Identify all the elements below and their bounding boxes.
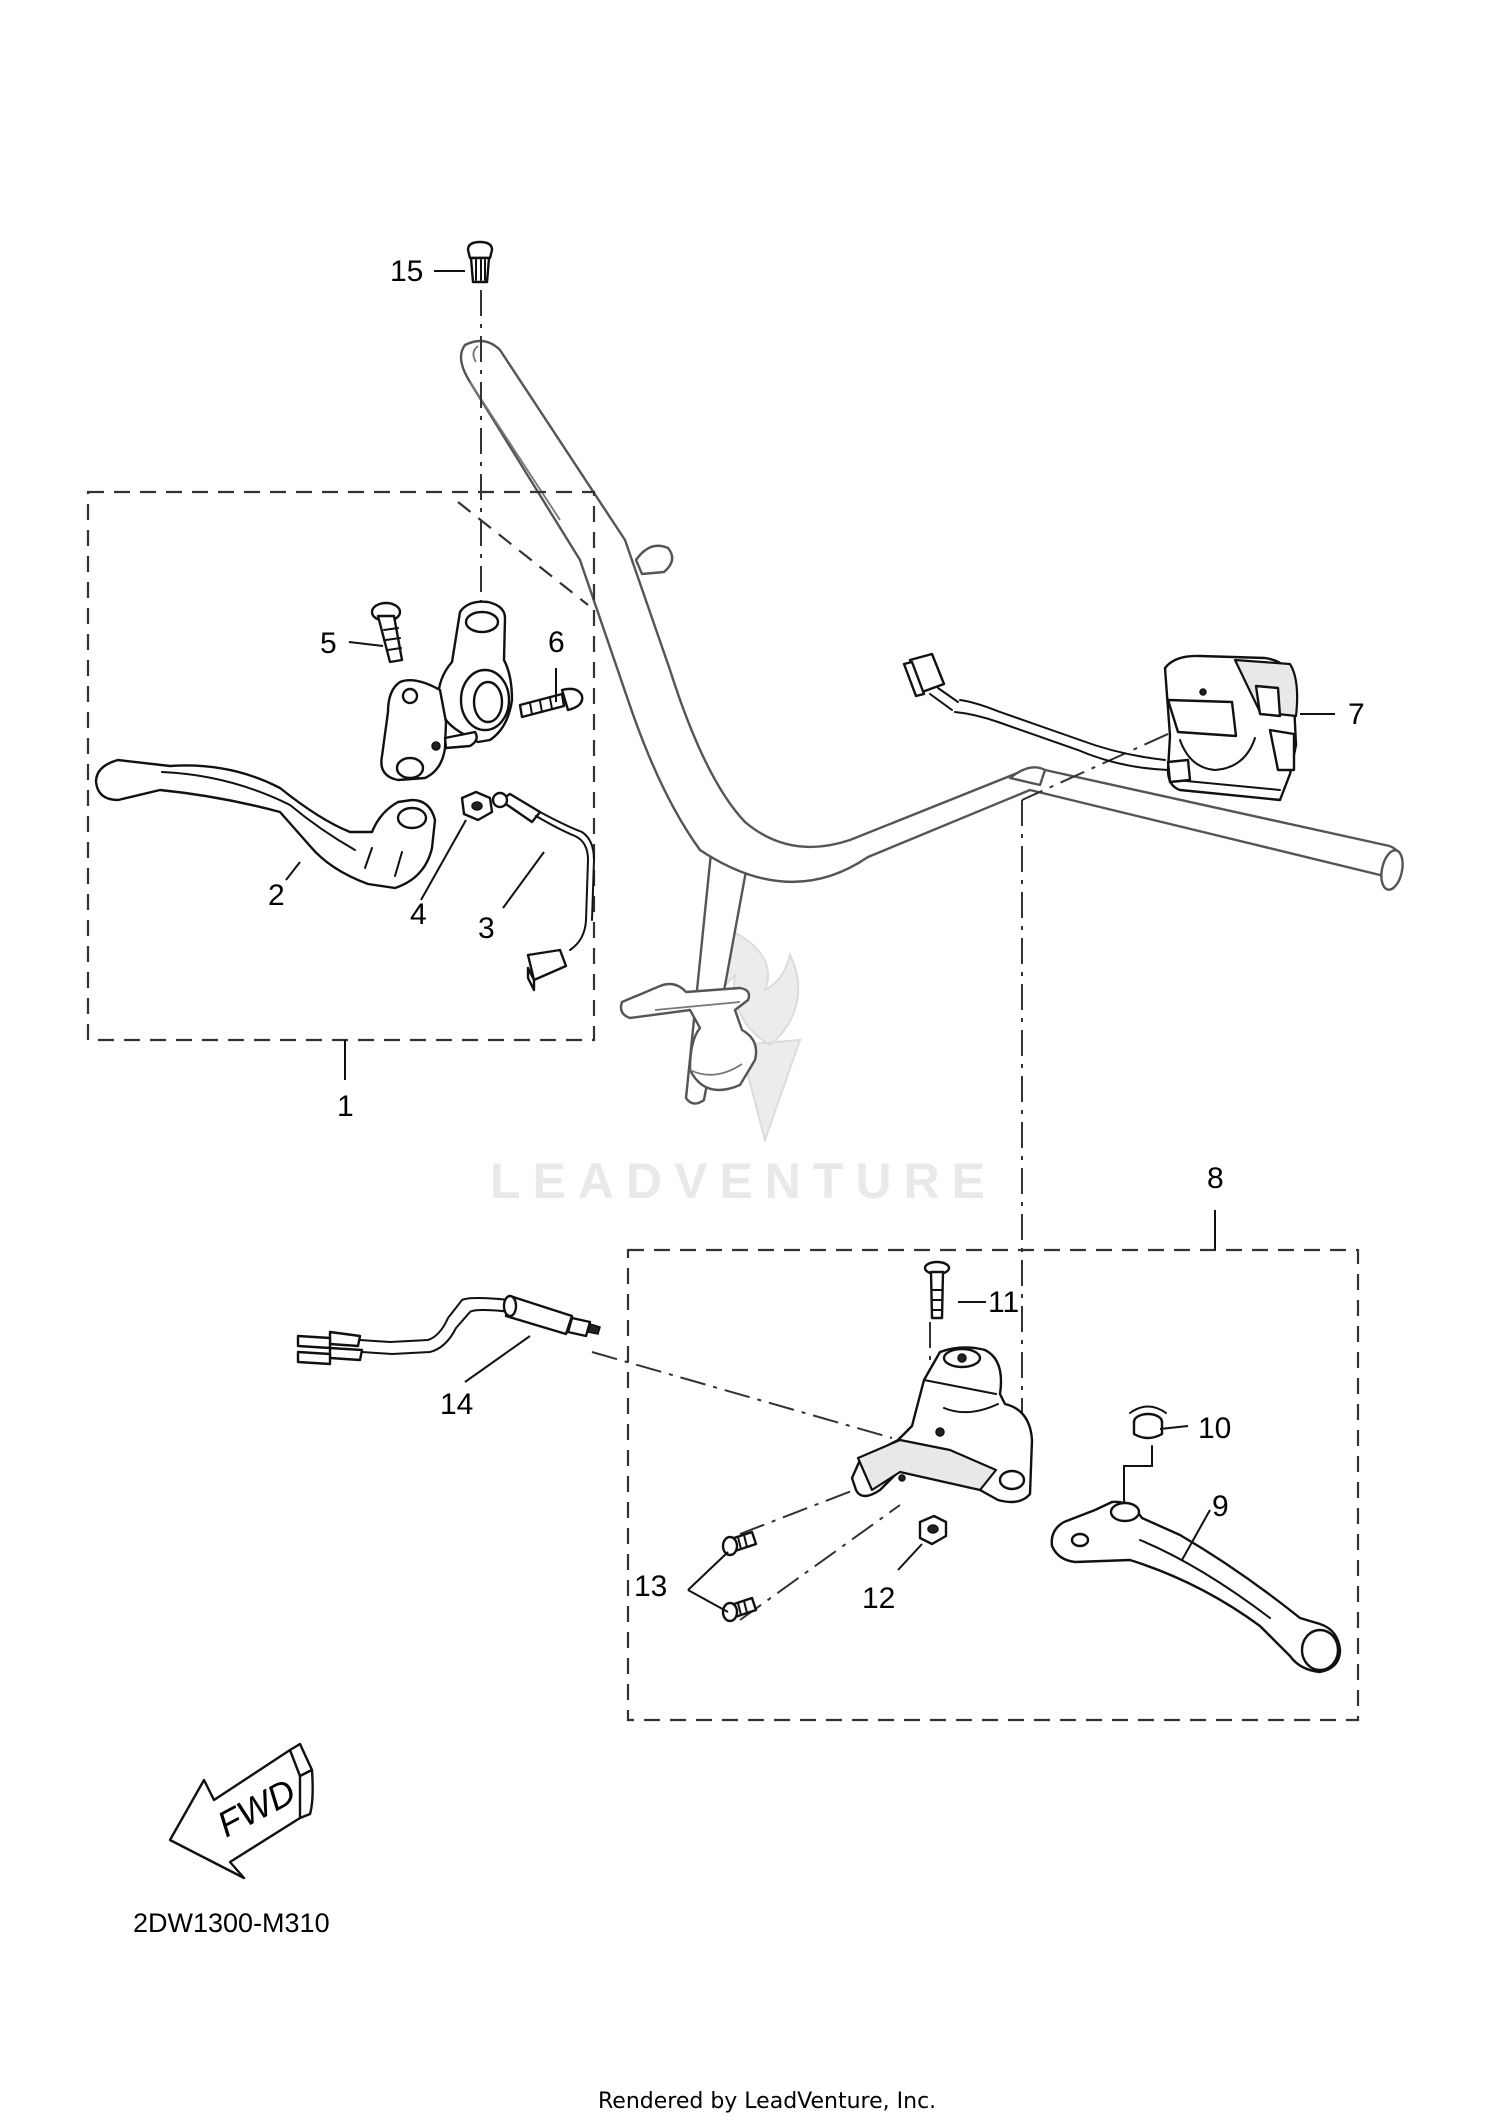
callout-2: 2 bbox=[268, 879, 285, 912]
callout-12: 12 bbox=[862, 1582, 895, 1615]
left-lever-holder bbox=[380, 600, 514, 782]
callout-13: 13 bbox=[634, 1570, 667, 1603]
assembly-1-outline bbox=[86, 490, 596, 1042]
part-14-front-brake-switch bbox=[296, 1294, 601, 1366]
callout-14: 14 bbox=[440, 1388, 473, 1421]
part-15-grip-end-cap bbox=[466, 240, 494, 284]
assembly-8-outline bbox=[626, 1248, 1360, 1722]
leader-lines bbox=[285, 270, 1335, 1613]
assembly-1-diagonal bbox=[457, 501, 589, 606]
fwd-arrow-icon: FWD bbox=[168, 1742, 314, 1880]
part-11-bolt bbox=[923, 1260, 951, 1320]
handlebar bbox=[459, 339, 1404, 1105]
handlebar-stem-clamp bbox=[619, 982, 758, 1092]
callout-8: 8 bbox=[1207, 1162, 1224, 1195]
callout-3: 3 bbox=[478, 912, 495, 945]
part-3-brake-switch bbox=[491, 791, 596, 992]
part-5-bolt bbox=[370, 601, 404, 664]
part-9-right-lever bbox=[1050, 1500, 1342, 1674]
callout-5: 5 bbox=[320, 627, 337, 660]
callout-15: 15 bbox=[390, 255, 423, 288]
handlebar-tube bbox=[459, 339, 1402, 883]
right-lever-holder bbox=[850, 1346, 1034, 1504]
part-2-left-lever bbox=[94, 758, 437, 890]
part-13-screws bbox=[721, 1530, 758, 1623]
callout-10: 10 bbox=[1198, 1412, 1231, 1445]
part-12-nut bbox=[918, 1514, 948, 1546]
callout-11: 11 bbox=[988, 1286, 1019, 1319]
part-4-nut bbox=[460, 790, 494, 822]
watermark-text: LEADVENTURE bbox=[490, 1153, 997, 1209]
callout-9: 9 bbox=[1212, 1490, 1229, 1523]
diagram-code: 2DW1300-M310 bbox=[133, 1908, 330, 1938]
callout-7: 7 bbox=[1348, 698, 1365, 731]
callout-4: 4 bbox=[410, 898, 427, 931]
part-10-pivot-collar bbox=[1123, 1405, 1167, 1511]
handlebar-tab-upper bbox=[634, 544, 674, 576]
handlebar-tab-lower bbox=[1008, 766, 1047, 787]
part-6-bolt bbox=[518, 687, 584, 719]
render-credit: Rendered by LeadVenture, Inc. bbox=[598, 2089, 936, 2114]
callout-6: 6 bbox=[548, 626, 565, 659]
callouts: 1 2 3 4 5 6 7 8 9 10 11 12 13 14 15 bbox=[268, 255, 1365, 1615]
part-7-handlebar-switch bbox=[902, 652, 1299, 802]
callout-1: 1 bbox=[337, 1090, 354, 1123]
